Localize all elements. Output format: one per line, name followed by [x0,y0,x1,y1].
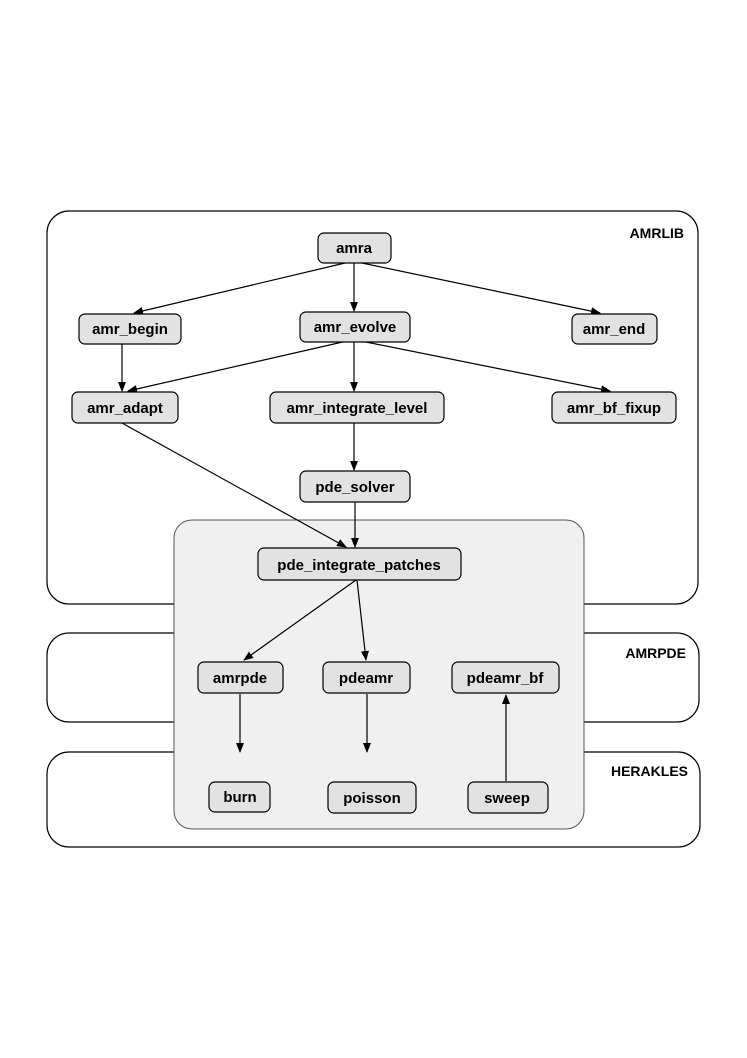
node-sweep-label: sweep [484,790,530,807]
edge-pde_integrate_patches-amrpde [243,579,357,661]
node-pdeamr-label: pdeamr [339,670,393,687]
node-pde_solver: pde_solver [299,470,411,503]
node-amr_end: amr_end [571,313,658,345]
node-burn-label: burn [223,789,256,806]
node-poisson: poisson [327,781,417,814]
node-pdeamr_bf-box [451,661,560,694]
node-amr_adapt-box [71,391,179,424]
node-amra-box [317,232,392,264]
node-amr_bf_fixup: amr_bf_fixup [551,391,677,424]
node-amr_integrate_level-label: amr_integrate_level [287,400,428,417]
node-burn-box [208,781,271,813]
layer-label-amrlib: AMRLIB [630,225,684,241]
node-amrpde-label: amrpde [213,670,267,687]
node-pde_integrate_patches-box [257,547,462,581]
node-amrpde: amrpde [197,661,284,694]
node-poisson-box [327,781,417,814]
node-amr_adapt: amr_adapt [71,391,179,424]
node-amr_evolve: amr_evolve [299,311,411,343]
node-amr_begin: amr_begin [78,313,182,345]
node-amra-label: amra [336,240,373,257]
node-pde_solver-label: pde_solver [315,479,394,496]
node-burn: burn [208,781,271,813]
edges [118,262,611,781]
node-sweep-box [467,781,549,814]
edge-amra-amr_begin [133,262,346,315]
edge-pde_integrate_patches-pdeamr [356,579,369,661]
layer-label-herakles: HERAKLES [611,763,688,779]
node-poisson-label: poisson [343,790,401,807]
node-pde_integrate_patches: pde_integrate_patches [257,547,462,581]
edge-amr_evolve-amr_bf_fixup [360,340,611,394]
node-amr_end-label: amr_end [583,321,646,338]
node-amr_evolve-box [299,311,411,343]
node-pdeamr_bf: pdeamr_bf [451,661,560,694]
node-amr_adapt-label: amr_adapt [87,400,163,417]
edge-amr_adapt-pde_integrate_patches [121,422,347,548]
node-pdeamr: pdeamr [322,661,411,694]
node-amr_bf_fixup-label: amr_bf_fixup [567,400,661,417]
node-amr_end-box [571,313,658,345]
node-amr_begin-box [78,313,182,345]
edge-amr_evolve-amr_adapt [127,340,348,393]
node-amr_evolve-label: amr_evolve [314,319,397,336]
node-amrpde-box [197,661,284,694]
layer-label-amrpde: AMRPDE [625,645,686,661]
node-pde_solver-box [299,470,411,503]
node-amr_integrate_level: amr_integrate_level [269,391,445,424]
node-pdeamr-box [322,661,411,694]
node-pde_integrate_patches-label: pde_integrate_patches [277,557,440,574]
node-amra: amra [317,232,392,264]
edge-amra-amr_end [361,262,601,316]
node-sweep: sweep [467,781,549,814]
node-pdeamr_bf-label: pdeamr_bf [467,670,545,687]
node-amr_bf_fixup-box [551,391,677,424]
node-amr_begin-label: amr_begin [92,321,168,338]
node-amr_integrate_level-box [269,391,445,424]
